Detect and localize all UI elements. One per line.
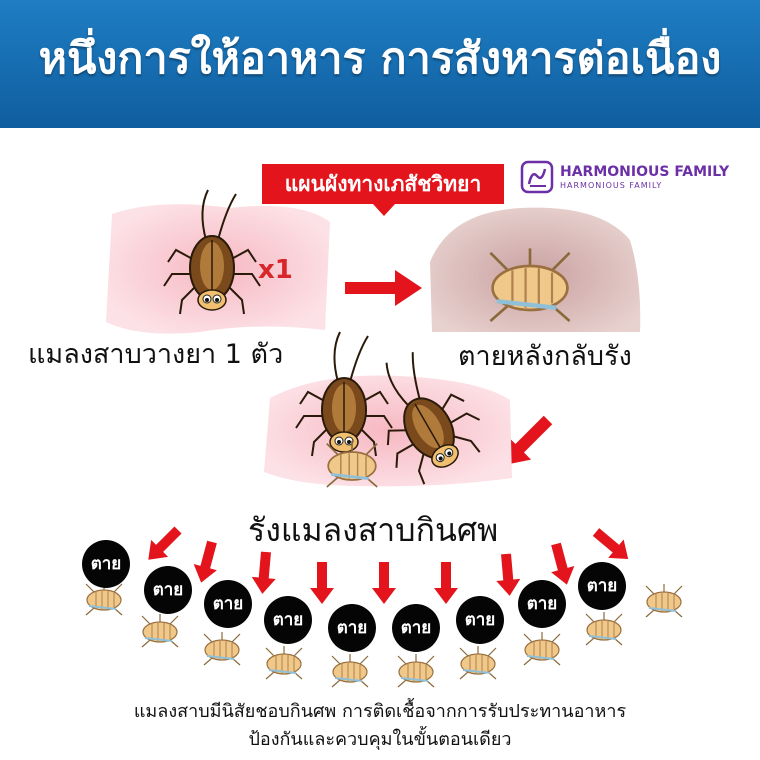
death-badge: ตาย <box>144 566 192 614</box>
brand-logo-icon <box>520 160 554 194</box>
death-badge: ตาย <box>456 596 504 644</box>
count-label: x1 <box>258 255 293 285</box>
arrow-right <box>345 270 422 306</box>
header-banner: หนึ่งการให้อาหาร การสังหารต่อเนื่อง <box>0 0 760 128</box>
death-badge: ตาย <box>328 604 376 652</box>
death-badge: ตาย <box>82 540 130 588</box>
death-badge: ตาย <box>264 596 312 644</box>
stage-1-label: แมลงสาบวางยา 1 ตัว <box>28 339 284 370</box>
brand-logo-block: HARMONIOUS FAMILY HARMONIOUS FAMILY <box>520 160 756 194</box>
death-badge: ตาย <box>518 580 566 628</box>
footer-line-2: ป้องกันและควบคุมในขั้นตอนเดียว <box>248 729 512 750</box>
stage-3-label: รังแมลงสาบกินศพ <box>248 511 499 549</box>
brand-subtitle: HARMONIOUS FAMILY <box>560 181 663 190</box>
death-badge: ตาย <box>578 562 626 610</box>
diagram-label: แผนผังทางเภสัชวิทยา <box>262 164 504 204</box>
page-title: หนึ่งการให้อาหาร การสังหารต่อเนื่อง <box>38 34 722 84</box>
stage-2-label: ตายหลังกลับรัง <box>458 341 632 372</box>
death-badge: ตาย <box>204 580 252 628</box>
diagram-label-pointer <box>373 204 395 216</box>
brand-name: HARMONIOUS FAMILY <box>560 164 730 180</box>
arrow-down-left <box>502 415 553 466</box>
death-badge: ตาย <box>392 604 440 652</box>
footer-line-1: แมลงสาบมีนิสัยชอบกินศพ การติดเชื้อจากการ… <box>133 701 627 722</box>
